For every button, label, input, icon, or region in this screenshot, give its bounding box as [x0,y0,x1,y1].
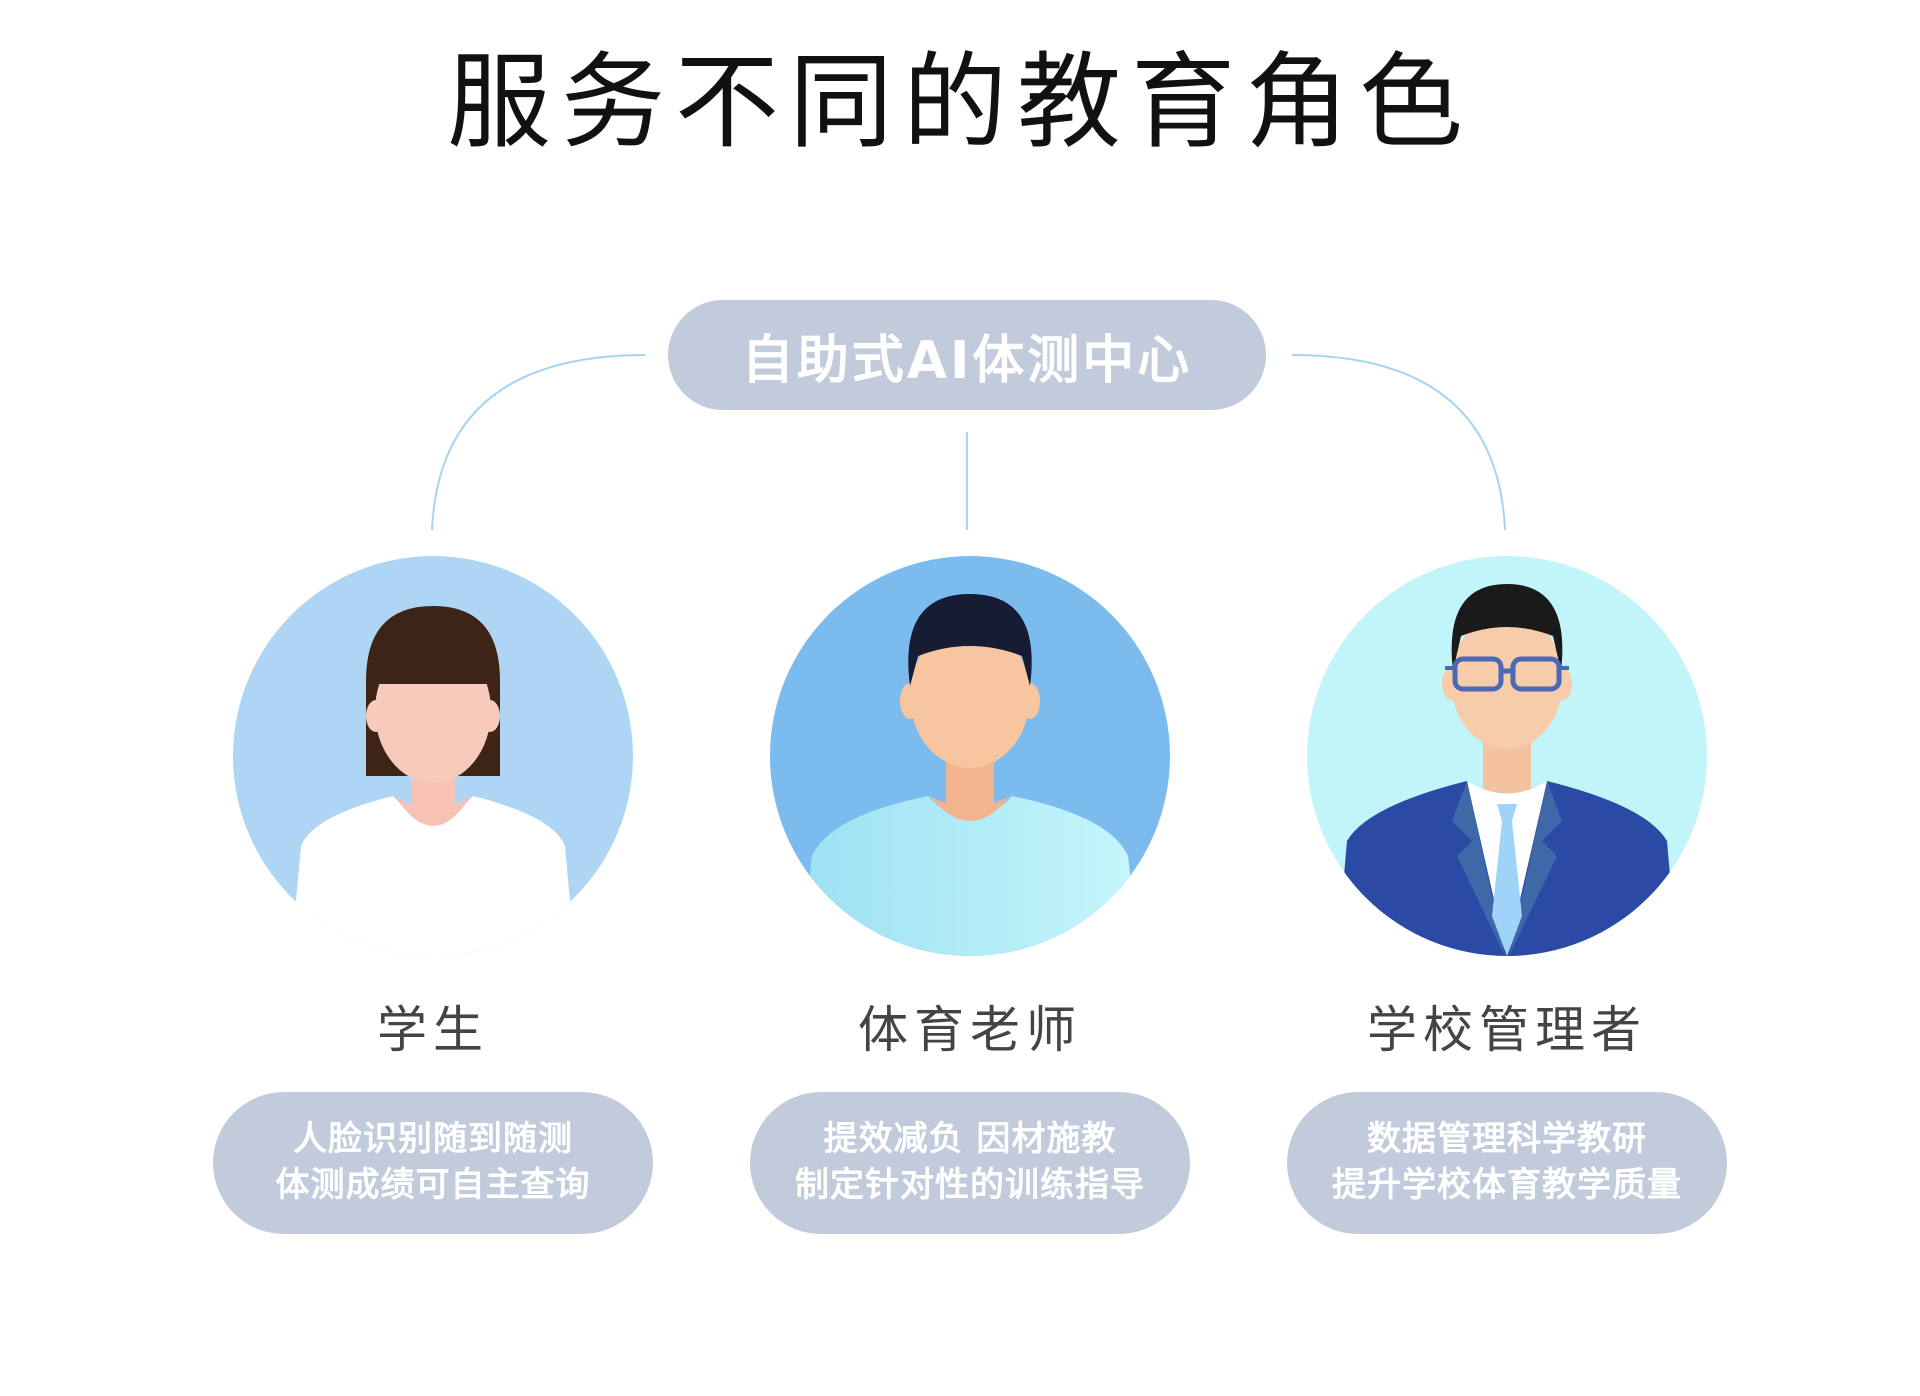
description-line: 制定针对性的训练指导 [795,1165,1145,1205]
role-description-student: 人脸识别随到随测 体测成绩可自主查询 [213,1092,653,1234]
female-student-icon [233,556,633,956]
description-line: 提效减负 因材施教 [823,1119,1117,1160]
role-description-manager: 数据管理科学教研 提升学校体育教学质量 [1287,1092,1727,1234]
role-label-teacher: 体育老师 [858,1001,1082,1059]
description-line: 数据管理科学教研 [1367,1119,1647,1160]
role-description-teacher: 提效减负 因材施教 制定针对性的训练指导 [750,1092,1190,1234]
description-line: 体测成绩可自主查询 [275,1165,591,1205]
school-manager-icon [1307,556,1707,956]
male-teacher-icon [770,556,1170,956]
role-label-student: 学生 [377,1001,489,1059]
connector-right [1291,354,1506,531]
description-line: 人脸识别随到随测 [293,1119,573,1160]
role-label-manager: 学校管理者 [1367,1001,1647,1059]
center-hub-badge: 自助式AI体测中心 [668,300,1266,410]
connector-left [431,354,646,531]
page-title: 服务不同的教育角色 [446,41,1473,163]
description-line: 提升学校体育教学质量 [1332,1165,1682,1205]
